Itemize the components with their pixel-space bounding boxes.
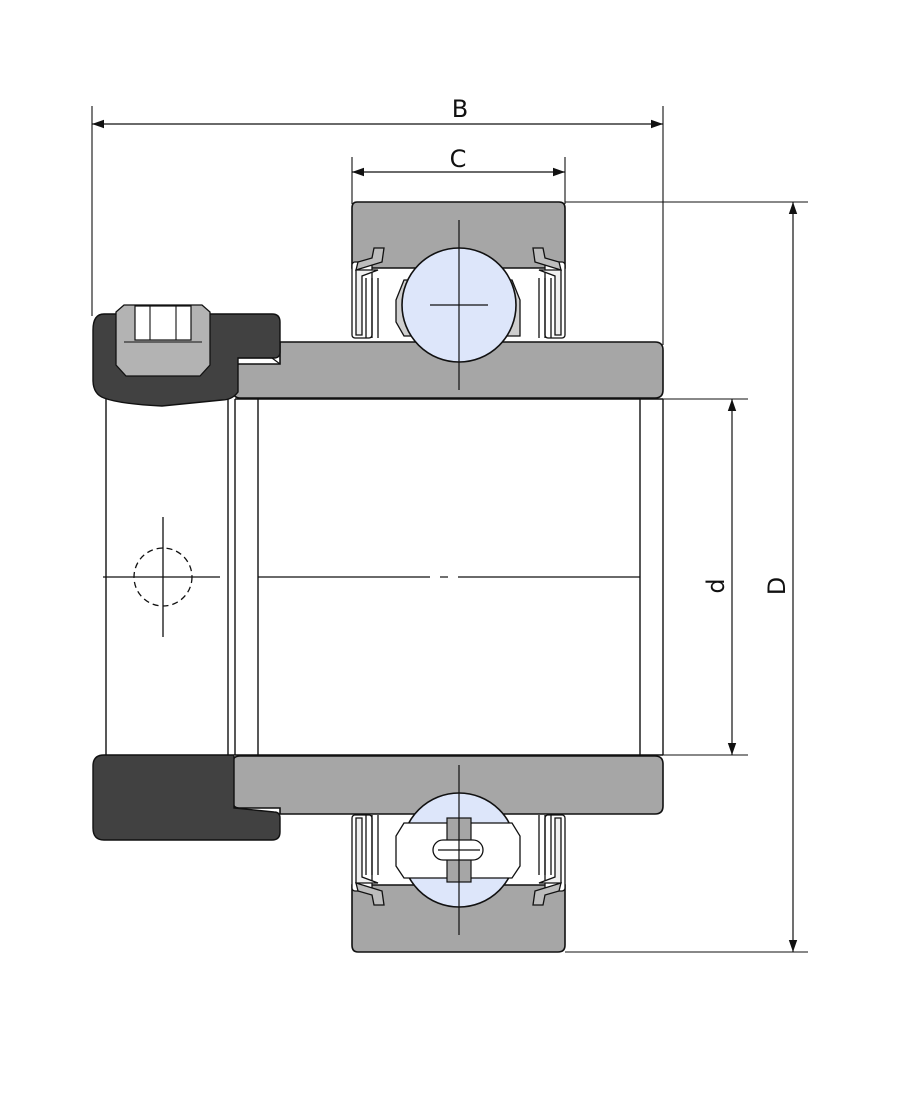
ball-bottom — [395, 765, 521, 935]
seal-bottom-right — [532, 814, 566, 906]
seal-bottom-left — [351, 814, 385, 906]
label-d-outer: D — [763, 577, 791, 595]
label-b: B — [452, 95, 468, 123]
label-d-bore: d — [702, 578, 730, 593]
label-c: C — [450, 145, 467, 173]
set-screw-hole — [133, 517, 193, 637]
locking-collar-top — [92, 304, 281, 407]
seal-top-right — [532, 247, 566, 339]
seal-top-left — [351, 247, 385, 339]
dimension-lines — [92, 119, 798, 952]
locking-collar-bottom — [92, 754, 281, 841]
ball-top — [395, 220, 521, 390]
